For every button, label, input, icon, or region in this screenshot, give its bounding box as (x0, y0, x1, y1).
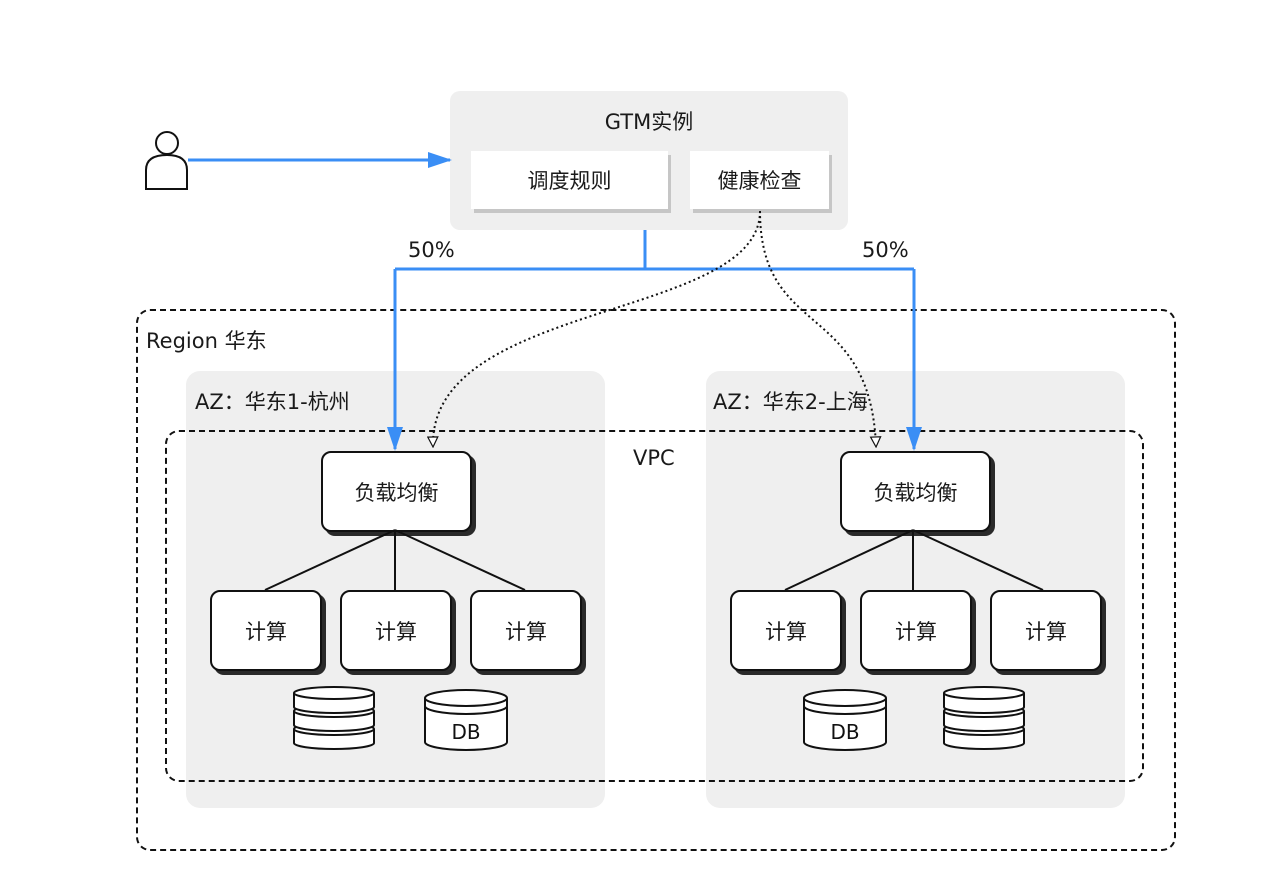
compute-left-1: 计算 (210, 590, 322, 671)
az-left-label: AZ：华东1-杭州 (195, 390, 350, 414)
compute-right-3: 计算 (990, 590, 1102, 671)
health-check-paths (433, 210, 876, 446)
health-check-box: 健康检查 (690, 151, 829, 209)
compute-right-1: 计算 (730, 590, 842, 671)
traffic-split-lines (387, 230, 922, 451)
region-label: Region 华东 (146, 329, 267, 353)
compute-right-2: 计算 (860, 590, 972, 671)
health-check-left-path (433, 210, 761, 446)
db-label-right: DB (830, 720, 859, 744)
compute-left-2: 计算 (340, 590, 452, 671)
compute-left-3: 计算 (470, 590, 582, 671)
traffic-right-percent: 50% (862, 238, 909, 262)
load-balancer-left: 负载均衡 (321, 451, 472, 532)
scheduling-rule-box: 调度规则 (471, 151, 668, 209)
az-right-label: AZ：华东2-上海 (713, 390, 868, 414)
traffic-left-percent: 50% (408, 238, 455, 262)
storage-stack-icon-right (943, 686, 1025, 750)
gtm-title: GTM实例 (604, 110, 694, 134)
database-icon-right (803, 689, 887, 751)
storage-stack-icon-left (293, 686, 375, 750)
db-label-left: DB (451, 720, 480, 744)
region-container (136, 309, 1176, 851)
health-check-right-path (759, 210, 876, 446)
vpc-container (165, 430, 1144, 782)
database-icon-left (424, 689, 508, 751)
lb-compute-connectors (264, 529, 1044, 591)
vpc-label: VPC (633, 446, 675, 470)
user-icon (145, 131, 188, 190)
